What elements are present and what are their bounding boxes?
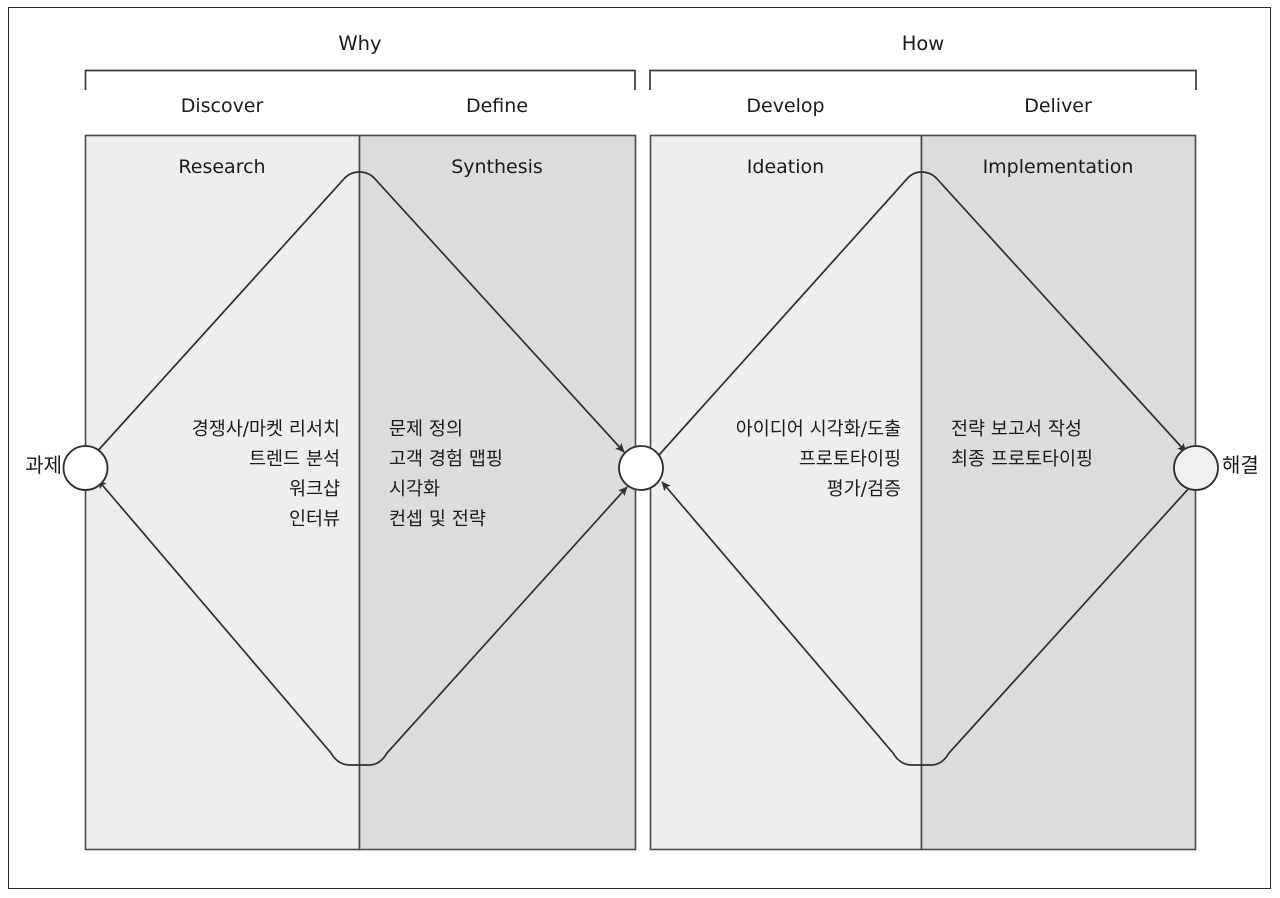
stage-title-synthesis: Synthesis (451, 156, 543, 178)
bracket-why (84, 69, 636, 90)
phase-title-discover: Discover (180, 95, 264, 117)
stage-title-implementation: Implementation (982, 156, 1134, 178)
diamond-why-strokes (93, 171, 628, 766)
stage-title-research: Research (178, 156, 266, 178)
diamond-how-strokes (658, 171, 1191, 766)
bracket-how (649, 69, 1197, 90)
endpoint-circle-start (62, 445, 109, 491)
panel-how (649, 134, 1197, 851)
activity-item: 전략 보고서 작성 (951, 419, 1082, 440)
activity-item: 시각화 (389, 478, 441, 500)
endpoint-circle-middle (618, 445, 664, 491)
stage-title-ideation: Ideation (746, 156, 825, 178)
activity-item: 최종 프로토타이핑 (951, 448, 1094, 470)
activity-item: 경쟁사/마켓 리서치 (191, 419, 340, 440)
activity-item: 아이디어 시각화/도출 (735, 419, 901, 440)
endpoint-label-start: 과제 (25, 453, 62, 477)
group-title-why: Why (338, 32, 382, 55)
activity-item: 고객 경험 맵핑 (389, 448, 503, 470)
activity-item: 인터뷰 (288, 508, 340, 530)
phase-title-deliver: Deliver (1024, 95, 1092, 117)
activity-item: 트렌드 분석 (249, 448, 340, 470)
endpoint-label-end: 해결 (1222, 453, 1259, 477)
panel-why (84, 134, 637, 851)
group-title-how: How (901, 32, 945, 55)
activity-item: 워크샵 (288, 478, 340, 500)
endpoint-circle-end (1173, 445, 1219, 491)
canvas-border (8, 7, 1271, 889)
activity-item: 컨셉 및 전략 (389, 508, 486, 530)
activity-item: 평가/검증 (826, 478, 901, 500)
phase-title-develop: Develop (746, 95, 825, 117)
activity-item: 문제 정의 (389, 419, 463, 440)
activity-item: 프로토타이핑 (798, 448, 901, 470)
phase-title-define: Define (465, 95, 529, 117)
